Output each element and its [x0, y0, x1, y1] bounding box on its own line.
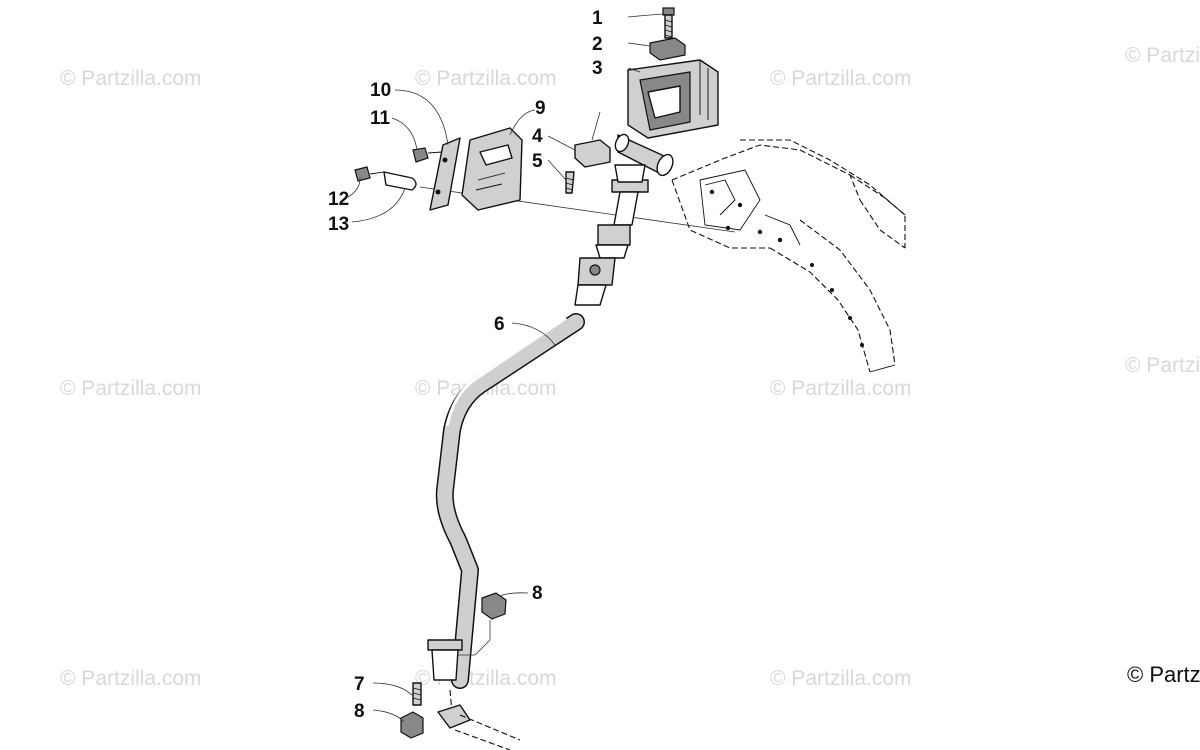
callout-8-upper: 8	[532, 583, 543, 604]
tie-rod-end	[437, 689, 521, 750]
cover-part-9	[461, 127, 523, 211]
screw-part-11	[412, 147, 443, 163]
leader-lines	[347, 13, 664, 723]
screw-part-12	[354, 166, 385, 182]
callout-2: 2	[592, 34, 603, 55]
bolt-part-5	[565, 171, 575, 194]
bolt-part-1	[662, 7, 675, 39]
copyright-text: © Partz	[1127, 662, 1200, 687]
frame-section	[671, 139, 906, 373]
bolt-part-7	[412, 682, 422, 706]
watermark: © Partzilla.com	[1125, 44, 1200, 67]
callout-5: 5	[532, 151, 543, 172]
watermark: © Partzilla.com	[770, 67, 912, 90]
watermark: © Partzilla.com	[60, 667, 202, 690]
watermarks: © Partzilla.com © Partzilla.com © Partzi…	[60, 44, 1200, 690]
callout-3: 3	[592, 58, 603, 79]
watermark: © Partzilla.com	[770, 377, 912, 400]
steering-column-upper	[565, 133, 674, 329]
callout-4: 4	[532, 126, 543, 147]
clamp-part-2	[649, 37, 686, 61]
callout-9: 9	[535, 98, 546, 119]
callout-10: 10	[370, 80, 391, 101]
callouts: 1 2 3 4 5 6 7 8 8 9 10 11 12 13	[328, 8, 603, 722]
callout-6: 6	[494, 314, 505, 335]
callout-13: 13	[328, 214, 349, 235]
watermark: © Partzilla.com	[60, 67, 202, 90]
bracket-part-3	[627, 59, 719, 139]
callout-8-lower: 8	[354, 701, 365, 722]
watermark: © Partzilla.com	[60, 377, 202, 400]
watermark: © Partzilla.com	[415, 67, 557, 90]
nut-part-8-upper	[481, 592, 507, 620]
steering-shaft-part-6	[427, 313, 585, 689]
callout-12: 12	[328, 189, 349, 210]
clip-part-13	[383, 171, 417, 191]
plate-part-10	[429, 137, 461, 211]
callout-1: 1	[592, 8, 603, 29]
clamp-part-4	[574, 139, 611, 168]
watermark: © Partzilla.com	[1125, 354, 1200, 377]
callout-7: 7	[354, 674, 365, 695]
callout-11: 11	[370, 108, 391, 129]
nut-part-8-lower	[400, 711, 424, 739]
watermark: © Partzilla.com	[770, 667, 912, 690]
